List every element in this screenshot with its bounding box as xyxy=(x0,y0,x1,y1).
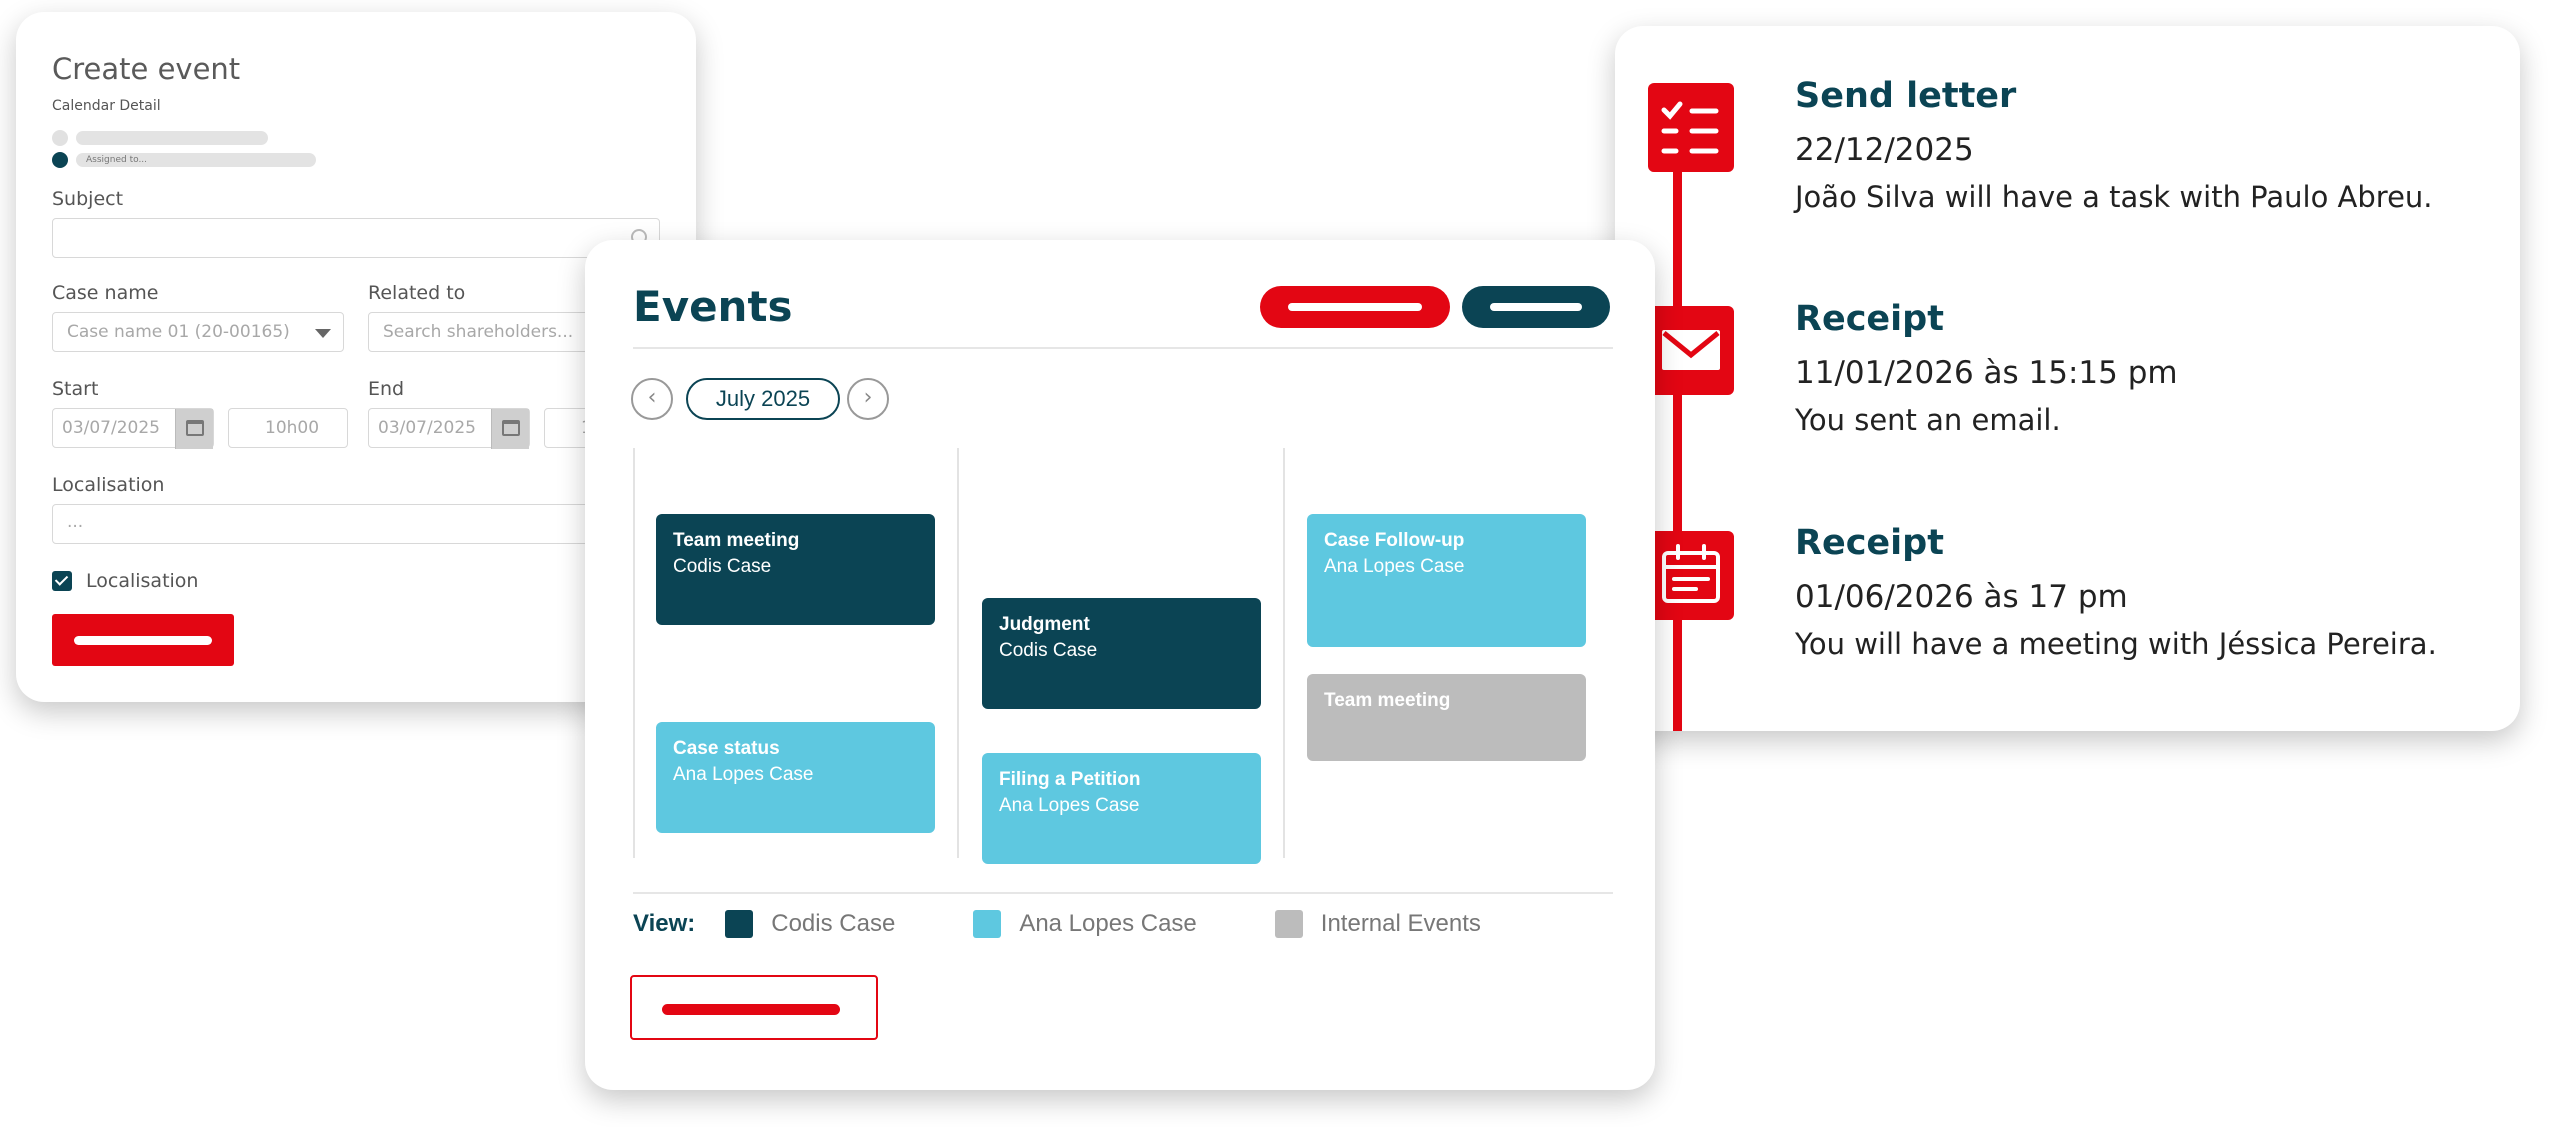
outline-action-button[interactable] xyxy=(630,975,878,1040)
activity-timeline-card: Send letter 22/12/2025 João Silva will h… xyxy=(1615,26,2520,731)
localisation-checkbox[interactable] xyxy=(52,571,72,591)
event-case: Ana Lopes Case xyxy=(1324,556,1465,577)
legend-swatch-ana[interactable] xyxy=(973,910,1002,938)
legend-divider xyxy=(633,892,1613,894)
start-time-input[interactable]: 10h00 xyxy=(228,408,348,448)
start-time-value: 10h00 xyxy=(265,418,320,438)
event-title: Case status xyxy=(673,738,780,759)
localisation-checkbox-label: Localisation xyxy=(86,570,199,592)
month-selector[interactable]: July 2025 xyxy=(686,378,840,420)
chevron-down-icon xyxy=(315,329,331,338)
secondary-action-button[interactable] xyxy=(1462,286,1610,328)
event-block[interactable]: Team meeting Codis Case xyxy=(656,514,935,625)
placeholder-dot xyxy=(52,130,68,146)
view-label: View: xyxy=(633,910,696,937)
calendar-detail-subtitle: Calendar Detail xyxy=(52,98,161,114)
event-block[interactable]: Case Follow-up Ana Lopes Case xyxy=(1307,514,1586,647)
legend-label[interactable]: Internal Events xyxy=(1320,910,1481,937)
case-name-value: Case name 01 (20-00165) xyxy=(67,322,290,342)
timeline-description: João Silva will have a task with Paulo A… xyxy=(1795,180,2433,214)
event-case: Codis Case xyxy=(999,640,1098,661)
event-title: Case Follow-up xyxy=(1324,530,1465,551)
timeline-description: You sent an email. xyxy=(1795,403,2061,437)
calendar-icon[interactable] xyxy=(491,409,529,449)
event-case: Ana Lopes Case xyxy=(673,764,814,785)
legend-swatch-codis[interactable] xyxy=(725,910,754,938)
event-case: Codis Case xyxy=(673,556,772,577)
envelope-icon xyxy=(1648,306,1734,395)
legend-swatch-internal[interactable] xyxy=(1274,910,1303,938)
timeline-date: 11/01/2026 às 15:15 pm xyxy=(1795,355,2178,391)
create-event-card: Create event Calendar Detail Assigned to… xyxy=(16,12,696,702)
timeline-title: Receipt xyxy=(1795,299,1944,339)
column-divider xyxy=(957,448,959,858)
event-block[interactable]: Team meeting xyxy=(1307,674,1586,761)
event-block[interactable]: Judgment Codis Case xyxy=(982,598,1261,709)
placeholder-bar xyxy=(76,131,268,145)
primary-action-button[interactable] xyxy=(1260,286,1450,328)
localisation-checkbox-row[interactable]: Localisation xyxy=(52,570,198,592)
event-title: Judgment xyxy=(999,614,1090,635)
calendar-icon xyxy=(1648,531,1734,620)
column-divider xyxy=(633,448,635,858)
timeline-line xyxy=(1673,86,1682,731)
events-card: Events ‹ July 2025 › Team meeting Codis … xyxy=(585,240,1655,1090)
view-legend: View: Codis Case Ana Lopes Case Internal… xyxy=(633,910,1559,938)
assigned-to-row[interactable]: Assigned to... xyxy=(52,152,660,168)
timeline-title: Receipt xyxy=(1795,523,1944,563)
subject-label: Subject xyxy=(52,188,124,210)
create-event-submit-button[interactable] xyxy=(52,614,234,666)
related-to-placeholder: Search shareholders... xyxy=(383,322,574,342)
event-block[interactable]: Filing a Petition Ana Lopes Case xyxy=(982,753,1261,864)
start-date-value: 03/07/2025 xyxy=(62,418,160,438)
case-name-label: Case name xyxy=(52,282,159,304)
assigned-to-field[interactable]: Assigned to... xyxy=(76,153,316,167)
chevron-right-icon[interactable]: › xyxy=(847,378,889,420)
start-date-input[interactable]: 03/07/2025 xyxy=(52,408,214,449)
timeline-date: 22/12/2025 xyxy=(1795,132,1974,168)
event-case: Ana Lopes Case xyxy=(999,795,1140,816)
header-divider xyxy=(633,347,1613,349)
event-title: Team meeting xyxy=(1324,690,1451,711)
events-title: Events xyxy=(633,282,793,331)
localisation-input[interactable]: ... xyxy=(52,504,660,544)
event-title: Team meeting xyxy=(673,530,800,551)
end-date-input[interactable]: 03/07/2025 xyxy=(368,408,530,449)
event-title: Filing a Petition xyxy=(999,769,1141,790)
timeline-title: Send letter xyxy=(1795,76,2017,116)
checklist-icon xyxy=(1648,83,1734,172)
end-label: End xyxy=(368,378,405,400)
related-to-label: Related to xyxy=(368,282,466,304)
timeline-description: You will have a meeting with Jéssica Per… xyxy=(1795,627,2437,661)
assignee-dot xyxy=(52,152,68,168)
create-event-title: Create event xyxy=(52,52,241,86)
start-label: Start xyxy=(52,378,99,400)
timeline-date: 01/06/2026 às 17 pm xyxy=(1795,579,2128,615)
subject-input[interactable] xyxy=(52,218,660,258)
legend-label[interactable]: Ana Lopes Case xyxy=(1019,910,1197,937)
localisation-label: Localisation xyxy=(52,474,165,496)
placeholder-row xyxy=(52,130,660,146)
end-date-value: 03/07/2025 xyxy=(378,418,476,438)
calendar-icon[interactable] xyxy=(175,409,213,449)
case-name-select[interactable]: Case name 01 (20-00165) xyxy=(52,312,344,352)
legend-label[interactable]: Codis Case xyxy=(771,910,896,937)
chevron-left-icon[interactable]: ‹ xyxy=(631,378,673,420)
event-block[interactable]: Case status Ana Lopes Case xyxy=(656,722,935,833)
column-divider xyxy=(1283,448,1285,858)
localisation-placeholder: ... xyxy=(67,512,84,532)
